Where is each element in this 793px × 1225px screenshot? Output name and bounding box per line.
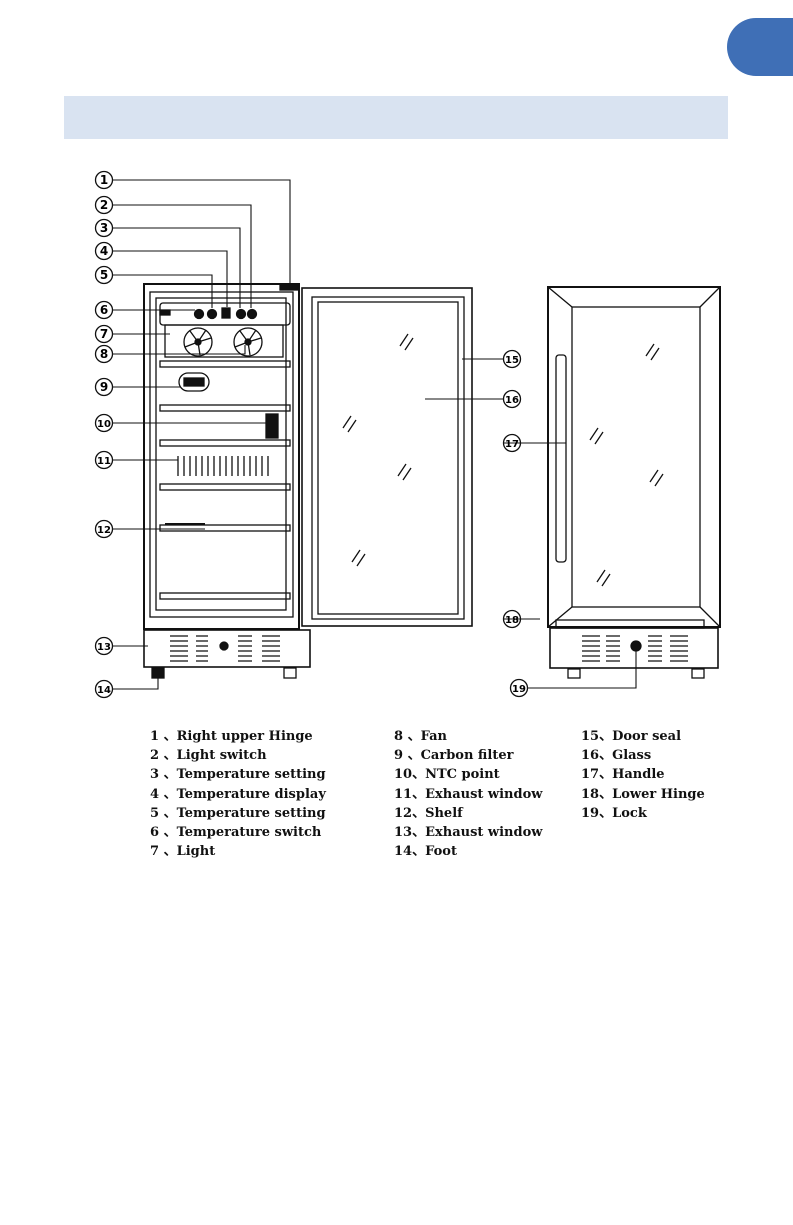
- legend-item: 1 、Right upper Hinge: [150, 729, 313, 744]
- callout-11: 11: [97, 456, 111, 467]
- legend-item: 12、Shelf: [394, 805, 463, 821]
- legend-item: 3 、Temperature setting: [150, 767, 326, 783]
- callout-16: 16: [505, 395, 519, 406]
- closed-fridge: [547, 286, 721, 679]
- callout-7: 7: [100, 327, 108, 341]
- legend-item: 2 、Light switch: [150, 748, 267, 764]
- callout-18: 18: [505, 615, 519, 626]
- callout-19: 19: [512, 684, 526, 695]
- callout-8: 8: [100, 347, 108, 361]
- legend-item: 5 、Temperature setting: [150, 805, 326, 821]
- legend-item: 18、Lower Hinge: [581, 786, 705, 802]
- legend-item: 10、NTC point: [394, 767, 500, 783]
- open-door: [301, 287, 473, 627]
- callout-13: 13: [97, 642, 111, 653]
- legend-item: 11、Exhaust window: [394, 786, 543, 802]
- callout-5: 5: [100, 268, 108, 282]
- callout-circles: [94, 170, 529, 699]
- open-cabinet: [143, 283, 311, 679]
- callout-1: 1: [100, 173, 108, 187]
- header-band: [64, 96, 728, 139]
- legend-item: 6 、Temperature switch: [150, 825, 322, 841]
- fridge-diagram: 1 2 3 4 5 6 7 8 9 10 11 12 13 14 15 16 1…: [94, 170, 721, 699]
- legend-column-3: 15、Door seal 16、Glass 17、Handle 18、Lower…: [581, 727, 705, 823]
- legend-item: 8 、Fan: [394, 729, 447, 744]
- legend-item: 13、Exhaust window: [394, 825, 543, 841]
- callout-12: 12: [97, 525, 111, 536]
- legend-item: 16、Glass: [581, 748, 652, 764]
- leader-lines: [113, 179, 637, 690]
- legend-item: 19、Lock: [581, 805, 647, 821]
- callout-2: 2: [100, 198, 108, 212]
- legend-item: 17、Handle: [581, 767, 665, 783]
- callout-9: 9: [100, 380, 108, 394]
- callout-3: 3: [100, 221, 108, 235]
- callout-10: 10: [97, 419, 111, 430]
- legend-item: 4 、Temperature display: [150, 786, 326, 802]
- legend-item: 7 、Light: [150, 844, 216, 860]
- callout-14: 14: [97, 685, 111, 696]
- legend-column-2: 8 、Fan 9 、Carbon filter 10、NTC point 11、…: [394, 727, 542, 861]
- callout-4: 4: [100, 244, 108, 258]
- callout-15: 15: [505, 355, 519, 366]
- legend-column-1: 1 、Right upper Hinge 2 、Light switch 3 、…: [150, 727, 326, 861]
- legend-item: 9 、Carbon filter: [394, 748, 514, 764]
- page-tab: [727, 18, 793, 76]
- legend-item: 15、Door seal: [581, 729, 682, 744]
- legend-item: 14、Foot: [394, 844, 457, 860]
- callout-17: 17: [505, 439, 519, 450]
- callout-6: 6: [100, 303, 108, 317]
